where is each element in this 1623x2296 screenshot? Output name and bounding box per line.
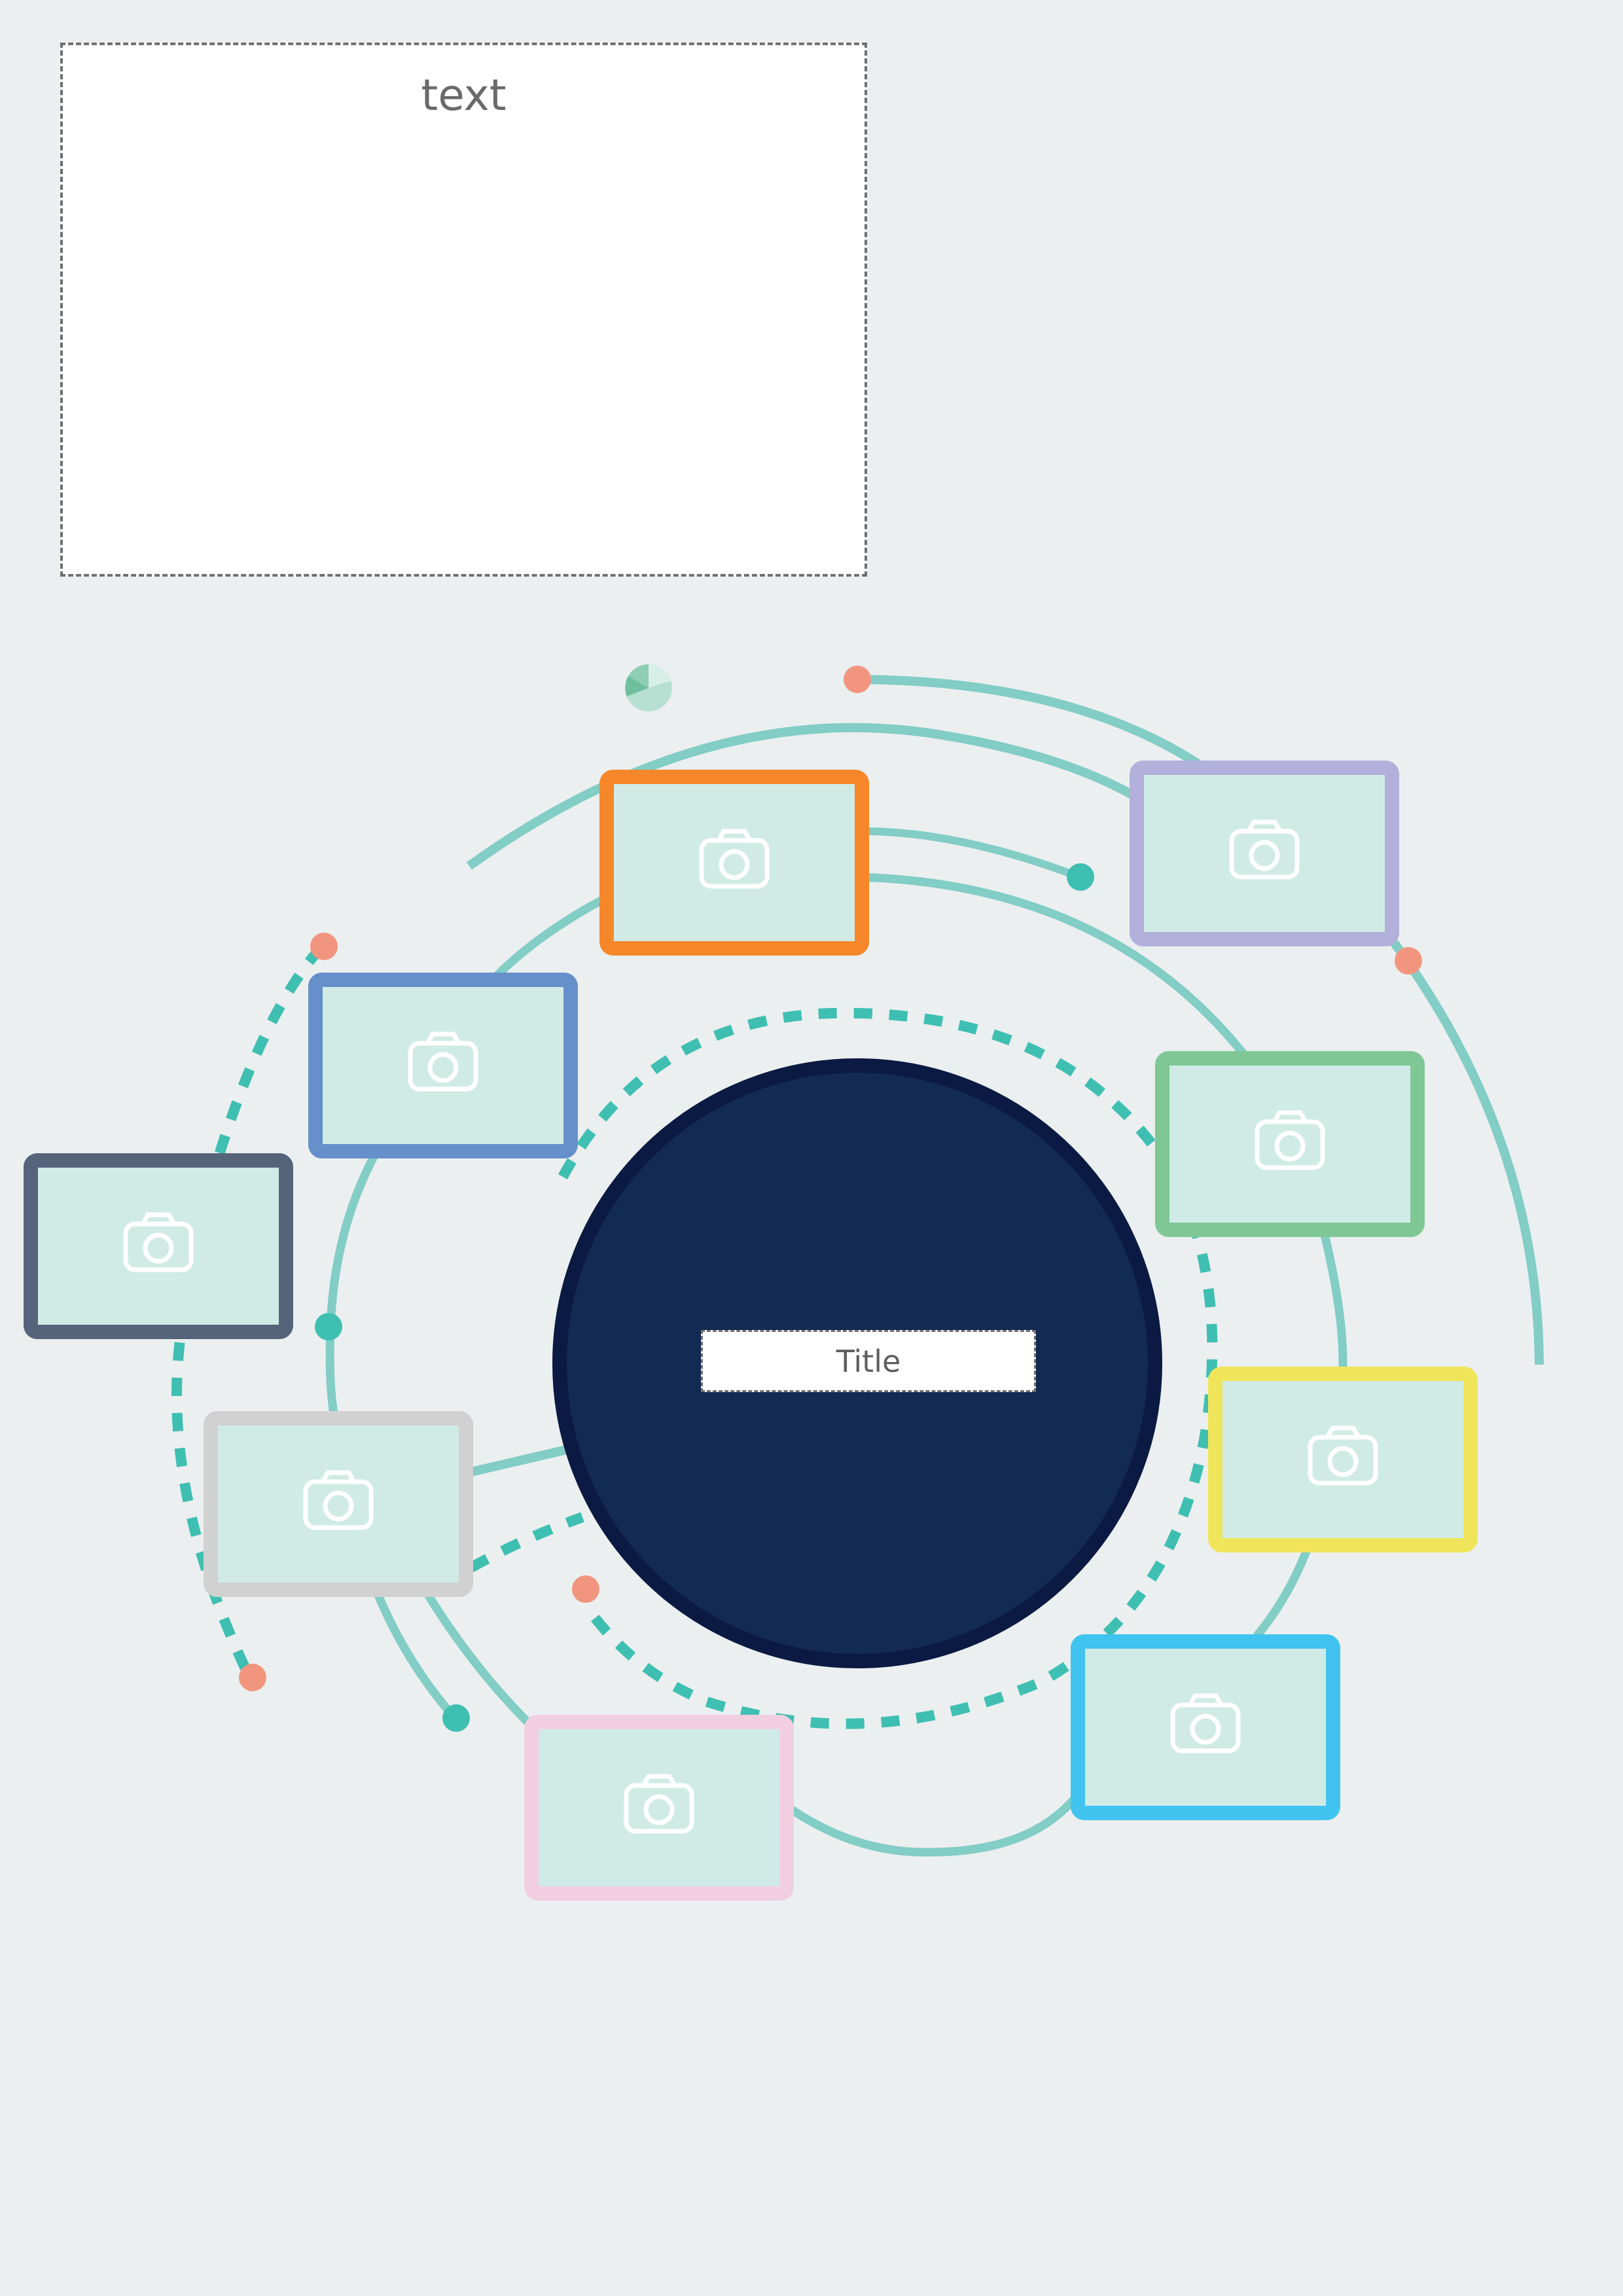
- camera-icon: [624, 1774, 694, 1834]
- teal-dot: [1067, 863, 1094, 891]
- inner-arc-lower-left-a: [372, 1588, 458, 1721]
- outer-arc-top: [466, 723, 1141, 870]
- center-title-placeholder[interactable]: Title: [701, 1330, 1036, 1392]
- camera-icon: [1229, 819, 1300, 880]
- text-placeholder-label: text: [421, 70, 507, 120]
- teal-dot: [315, 1313, 342, 1340]
- coral-dot: [1395, 947, 1422, 975]
- coral-dot: [844, 666, 871, 693]
- photo-frame-gray[interactable]: [204, 1411, 473, 1597]
- coral-dot: [572, 1575, 599, 1603]
- photo-frame-blue[interactable]: [308, 973, 578, 1158]
- dashed-curve-left-outer: [171, 944, 325, 1678]
- camera-icon: [1308, 1426, 1378, 1486]
- inner-arc-lower-left-b: [421, 1588, 533, 1728]
- camera-icon: [303, 1470, 374, 1530]
- photo-frame-yellow[interactable]: [1208, 1367, 1478, 1552]
- outer-arc-right: [857, 675, 1214, 776]
- camera-icon: [408, 1031, 478, 1092]
- inner-arc-right: [857, 872, 1247, 1057]
- inner-arc-left: [325, 1149, 380, 1415]
- teal-dot: [442, 1704, 470, 1732]
- camera-icon: [1170, 1693, 1241, 1753]
- camera-icon: [123, 1212, 194, 1272]
- photo-frame-cyan[interactable]: [1071, 1634, 1340, 1820]
- inner-arc-lower-right: [1253, 1543, 1313, 1640]
- camera-icon: [1255, 1110, 1325, 1170]
- coral-dot: [239, 1664, 266, 1691]
- coral-dot: [310, 933, 338, 960]
- outer-arc-far-right: [1390, 939, 1544, 1365]
- text-placeholder-box[interactable]: text: [60, 43, 867, 577]
- photo-frame-orange[interactable]: [599, 770, 869, 956]
- camera-icon: [699, 829, 770, 889]
- photo-frame-pink[interactable]: [524, 1715, 794, 1901]
- pie-chart-icon: [625, 664, 672, 711]
- inner-arc-mid-right: [1317, 1223, 1347, 1388]
- spoke-line-left: [467, 1444, 571, 1477]
- dashed-spoke-left: [469, 1512, 584, 1572]
- photo-frame-slate[interactable]: [24, 1153, 293, 1339]
- inner-arc-upper: [857, 827, 1082, 881]
- inner-arc-bottom: [789, 1797, 1077, 1857]
- photo-frame-purple[interactable]: [1130, 761, 1399, 946]
- photo-frame-green[interactable]: [1155, 1051, 1425, 1237]
